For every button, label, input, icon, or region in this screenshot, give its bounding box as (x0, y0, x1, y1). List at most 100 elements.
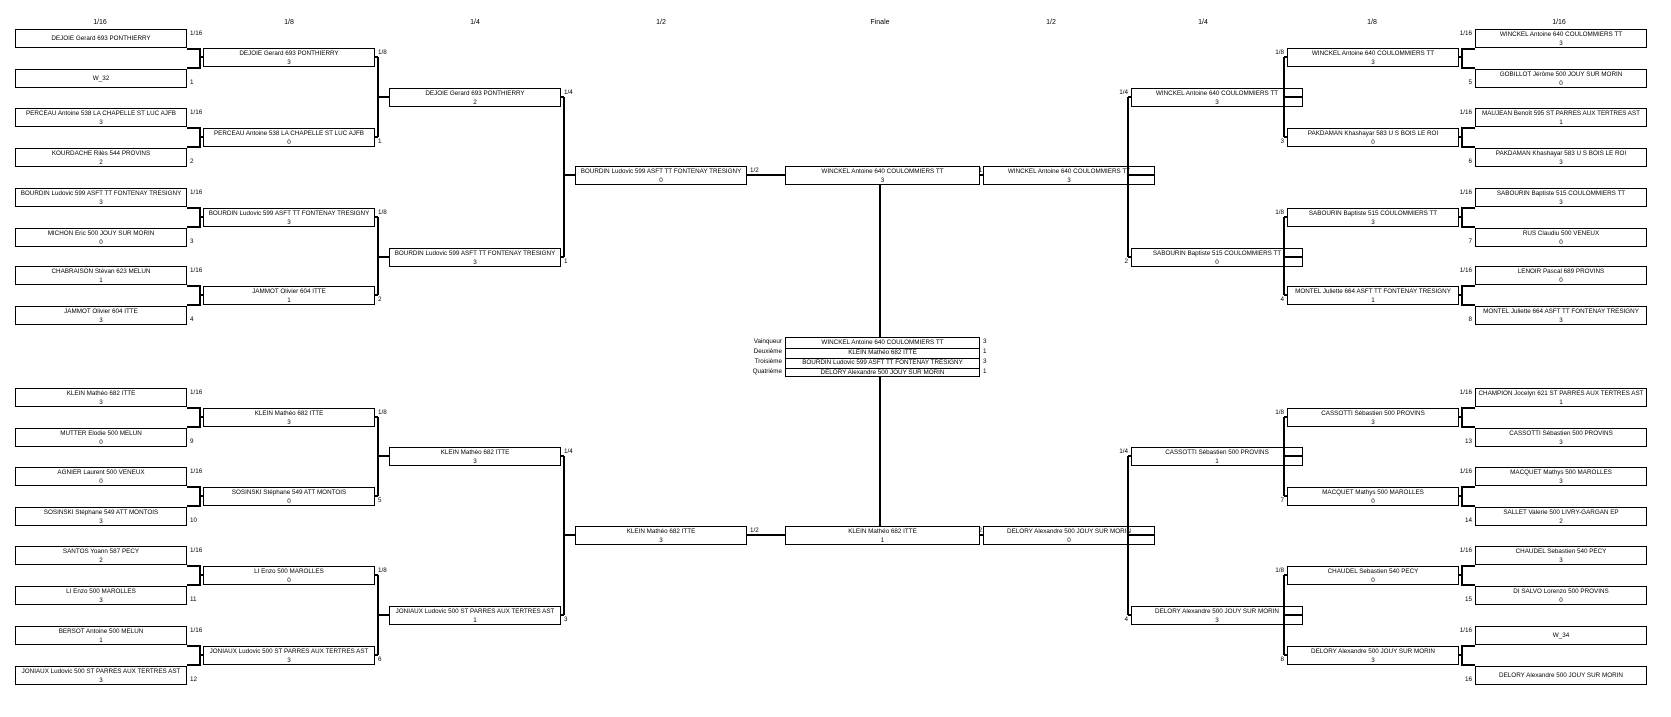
left-r32-match-0[interactable]: DEJOIE Gerard 693 PONTHIERRY (15, 29, 187, 48)
right-r32-to-r16-2 (1459, 216, 1462, 218)
right-qf-match-3-score: 3 (1215, 617, 1219, 624)
left-r32-connector-15 (187, 664, 200, 666)
left-qf-to-sf-1 (564, 534, 575, 536)
left-r16-out-b-0 (375, 136, 378, 138)
left-r32-match-15[interactable]: JONIAUX Ludovic 500 ST PARRES AUX TERTRE… (15, 666, 187, 685)
right-r32-label-0: 1/16 (1459, 30, 1472, 37)
left-r32-connector-9 (187, 426, 200, 428)
left-r32-label-6: 1/16 (190, 267, 203, 274)
left-r16-match-1[interactable]: PERCEAU Antoine 538 LA CHAPELLE ST LUC A… (203, 128, 375, 147)
right-r16-match-3[interactable]: MONTEL Juliette 664 ASFT TT FONTENAY TRE… (1287, 286, 1459, 305)
right-r16-match-3-player-name: MONTEL Juliette 664 ASFT TT FONTENAY TRE… (1295, 288, 1451, 295)
left-r16-out-a-1 (375, 216, 378, 218)
left-r32-match-8-score: 3 (99, 399, 103, 406)
right-r16-to-qf-2 (1284, 455, 1303, 457)
right-r32-match-15[interactable]: DELORY Alexandre 500 JOUY SUR MORIN (1475, 666, 1647, 685)
right-qf-to-sf-1 (1128, 534, 1155, 536)
left-qf-label-2: 1/4 (564, 448, 573, 455)
right-sf-match-0-score: 3 (1067, 177, 1071, 184)
right-r32-match-9-player-name: CASSOTTI Sébastien 500 PROVINS (1509, 430, 1613, 437)
left-r32-match-2[interactable]: PERCEAU Antoine 538 LA CHAPELLE ST LUC A… (15, 108, 187, 127)
left-sf-to-final-1 (747, 534, 785, 536)
left-r16-match-1-player-name: PERCEAU Antoine 538 LA CHAPELLE ST LUC A… (213, 130, 365, 137)
final-label-1: 2 (978, 527, 982, 534)
right-qf-match-1-player-name: SABOURIN Baptiste 515 COULOMMIERS TT (1152, 250, 1282, 257)
left-r32-connector-12 (187, 565, 200, 567)
right-r32-match-4-score: 3 (1559, 199, 1563, 206)
left-r32-match-12-player-name: SANTOS Yoann 587 PECY (62, 548, 140, 555)
left-r32-to-r16-4 (200, 416, 203, 418)
right-r32-match-14[interactable]: W_34 (1475, 626, 1647, 645)
left-r32-match-9-player-name: MUTTER Elodie 500 MELUN (60, 430, 142, 437)
left-r32-match-13-player-name: LI Enzo 500 MAROLLES (66, 588, 136, 595)
right-r32-connector-6 (1462, 285, 1475, 287)
left-qf-match-1[interactable]: BOURDIN Ludovic 599 ASFT TT FONTENAY TRE… (389, 248, 561, 267)
left-r32-match-1[interactable]: W_32 (15, 69, 187, 88)
left-r16-match-7[interactable]: JONIAUX Ludovic 500 ST PARRES AUX TERTRE… (203, 646, 375, 665)
left-r32-label-10: 1/16 (190, 468, 203, 475)
right-r32-match-2[interactable]: MAUJEAN Benoît 595 ST PARRES AUX TERTRES… (1475, 108, 1647, 127)
left-r32-match-4[interactable]: BOURDIN Ludovic 599 ASFT TT FONTENAY TRE… (15, 188, 187, 207)
right-r32-label-7: 8 (1468, 316, 1472, 323)
left-r32-label-9: 9 (190, 438, 194, 445)
left-qf-match-2-score: 3 (473, 458, 477, 465)
right-r32-match-7[interactable]: MONTEL Juliette 664 ASFT TT FONTENAY TRE… (1475, 306, 1647, 325)
right-r16-to-qf-0 (1284, 96, 1303, 98)
right-qf-label-0: 1/4 (1119, 89, 1128, 96)
right-r32-match-8[interactable]: CHAMPION Jocelyn 621 ST PARRES AUX TERTR… (1475, 388, 1647, 407)
right-r16-out-b-3 (1284, 654, 1287, 656)
left-qf-match-3[interactable]: JONIAUX Ludovic 500 ST PARRES AUX TERTRE… (389, 606, 561, 625)
left-r32-label-5: 3 (190, 238, 194, 245)
left-sf-match-0[interactable]: BOURDIN Ludovic 599 ASFT TT FONTENAY TRE… (575, 166, 747, 185)
right-r32-label-15: 16 (1464, 676, 1472, 683)
right-r32-connector-10 (1462, 486, 1475, 488)
left-r16-match-2[interactable]: BOURDIN Ludovic 599 ASFT TT FONTENAY TRE… (203, 208, 375, 227)
left-r32-connector-14 (187, 645, 200, 647)
